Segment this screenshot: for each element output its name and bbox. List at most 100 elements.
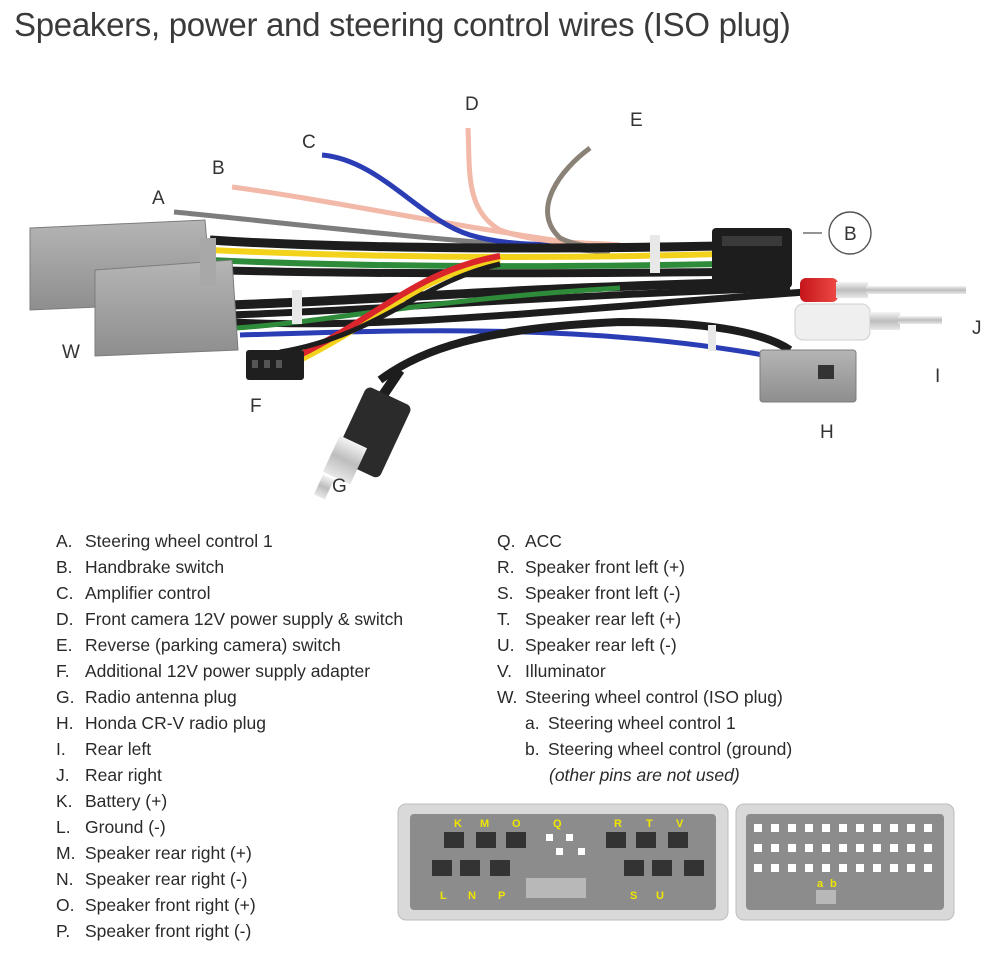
pin-cell	[636, 832, 656, 848]
legend-item: E.Reverse (parking camera) switch	[56, 635, 341, 655]
pin-cell	[578, 848, 585, 855]
pin-label-u: U	[656, 890, 664, 902]
label-b: B	[212, 158, 225, 179]
label-c: C	[302, 132, 316, 153]
pin-cell	[924, 864, 932, 872]
legend-item: O.Speaker front right (+)	[56, 895, 256, 915]
legend-item: H.Honda CR-V radio plug	[56, 713, 266, 733]
pin-label-s: S	[630, 890, 637, 902]
pin-cell	[754, 844, 762, 852]
label-b-circled: B	[844, 224, 857, 245]
pin-label-v: V	[676, 818, 684, 830]
pin-cell	[907, 844, 915, 852]
legend-item: W.Steering wheel control (ISO plug)	[497, 687, 783, 707]
pin-cell	[526, 878, 586, 898]
wire-e	[545, 145, 626, 250]
legend-item: T.Speaker rear left (+)	[497, 609, 682, 629]
label-a: A	[152, 188, 165, 209]
pin-cell	[444, 832, 464, 848]
pin-cell	[432, 860, 452, 876]
cable-tie	[650, 235, 660, 273]
legend-item: I.Rear left	[56, 739, 152, 759]
legend-item: V.Illuminator	[497, 661, 606, 681]
pin-cell	[771, 824, 779, 832]
pin-cell	[890, 864, 898, 872]
pinout-diagram: K M O Q R T V L N P S U a b	[397, 803, 955, 921]
pin-cell	[788, 864, 796, 872]
pin-cell	[839, 864, 847, 872]
pin-cell	[907, 864, 915, 872]
label-i: I	[935, 366, 940, 387]
pin-label-t: T	[646, 818, 653, 830]
legend-item: F.Additional 12V power supply adapter	[56, 661, 371, 681]
pin-cell	[754, 864, 762, 872]
pin-cell	[839, 824, 847, 832]
pin-cell	[566, 834, 573, 841]
label-f: F	[250, 396, 262, 417]
label-e: E	[630, 110, 643, 131]
pin-cell	[460, 860, 480, 876]
pin-cell	[856, 824, 864, 832]
pin-cell	[856, 844, 864, 852]
legend-item: S.Speaker front left (-)	[497, 583, 681, 603]
label-w: W	[62, 342, 80, 363]
pin-label-l: L	[440, 890, 447, 902]
pin-cell	[839, 844, 847, 852]
legend-item: Q.ACC	[497, 531, 562, 551]
connector-b-plug	[712, 228, 792, 288]
wire-bundle	[209, 235, 806, 384]
pin-cell	[788, 824, 796, 832]
pin-cell	[788, 844, 796, 852]
pin-cell	[822, 864, 830, 872]
pin-label-q: Q	[553, 818, 562, 830]
pin-label-o: O	[512, 818, 521, 830]
page-title: Speakers, power and steering control wir…	[14, 6, 791, 43]
label-j: J	[972, 318, 982, 339]
pin-cell	[668, 832, 688, 848]
pin-label-b: b	[830, 878, 837, 890]
pin-cell	[890, 824, 898, 832]
pin-label-k: K	[454, 818, 462, 830]
legend-note: (other pins are not used)	[549, 765, 740, 785]
pin-cell	[684, 860, 704, 876]
legend-item: B.Handbrake switch	[56, 557, 225, 577]
legend-item: P.Speaker front right (-)	[56, 921, 252, 941]
pin-cell	[754, 824, 762, 832]
legend-item: C.Amplifier control	[56, 583, 211, 603]
rca-plug-i	[794, 303, 942, 341]
antenna-plug-g	[313, 367, 411, 500]
pin-cell	[924, 824, 932, 832]
pin-cell	[856, 864, 864, 872]
power-adapter-f	[246, 350, 304, 380]
pin-cell	[805, 824, 813, 832]
pin-cell	[873, 824, 881, 832]
pin-cell	[652, 860, 672, 876]
pin-cell	[873, 844, 881, 852]
legend-item: M.Speaker rear right (+)	[56, 843, 252, 863]
pin-cell	[805, 844, 813, 852]
legend-left: A.Steering wheel control 1 B.Handbrake s…	[56, 528, 403, 944]
iso-plug-w	[29, 219, 239, 357]
pin-cell	[546, 834, 553, 841]
legend-item: U.Speaker rear left (-)	[497, 635, 677, 655]
label-g: G	[332, 476, 347, 497]
pin-cell	[771, 864, 779, 872]
label-h: H	[820, 422, 834, 443]
pin-cell	[606, 832, 626, 848]
iso-connector-main: K M O Q R T V L N P S U	[397, 803, 729, 921]
pin-label-r: R	[614, 818, 622, 830]
legend-item: G.Radio antenna plug	[56, 687, 237, 707]
pin-cell	[816, 890, 836, 904]
legend-subitem: a.Steering wheel control 1	[525, 713, 736, 733]
pin-cell	[506, 832, 526, 848]
pin-cell	[490, 860, 510, 876]
pin-cell	[822, 824, 830, 832]
callout-circle	[828, 211, 872, 255]
pin-cell	[556, 848, 563, 855]
pin-label-a: a	[817, 878, 824, 890]
pin-cell	[924, 844, 932, 852]
legend-item: D.Front camera 12V power supply & switch	[56, 609, 404, 629]
pin-cell	[907, 824, 915, 832]
pin-label-m: M	[480, 818, 489, 830]
legend-item: L.Ground (-)	[56, 817, 166, 837]
